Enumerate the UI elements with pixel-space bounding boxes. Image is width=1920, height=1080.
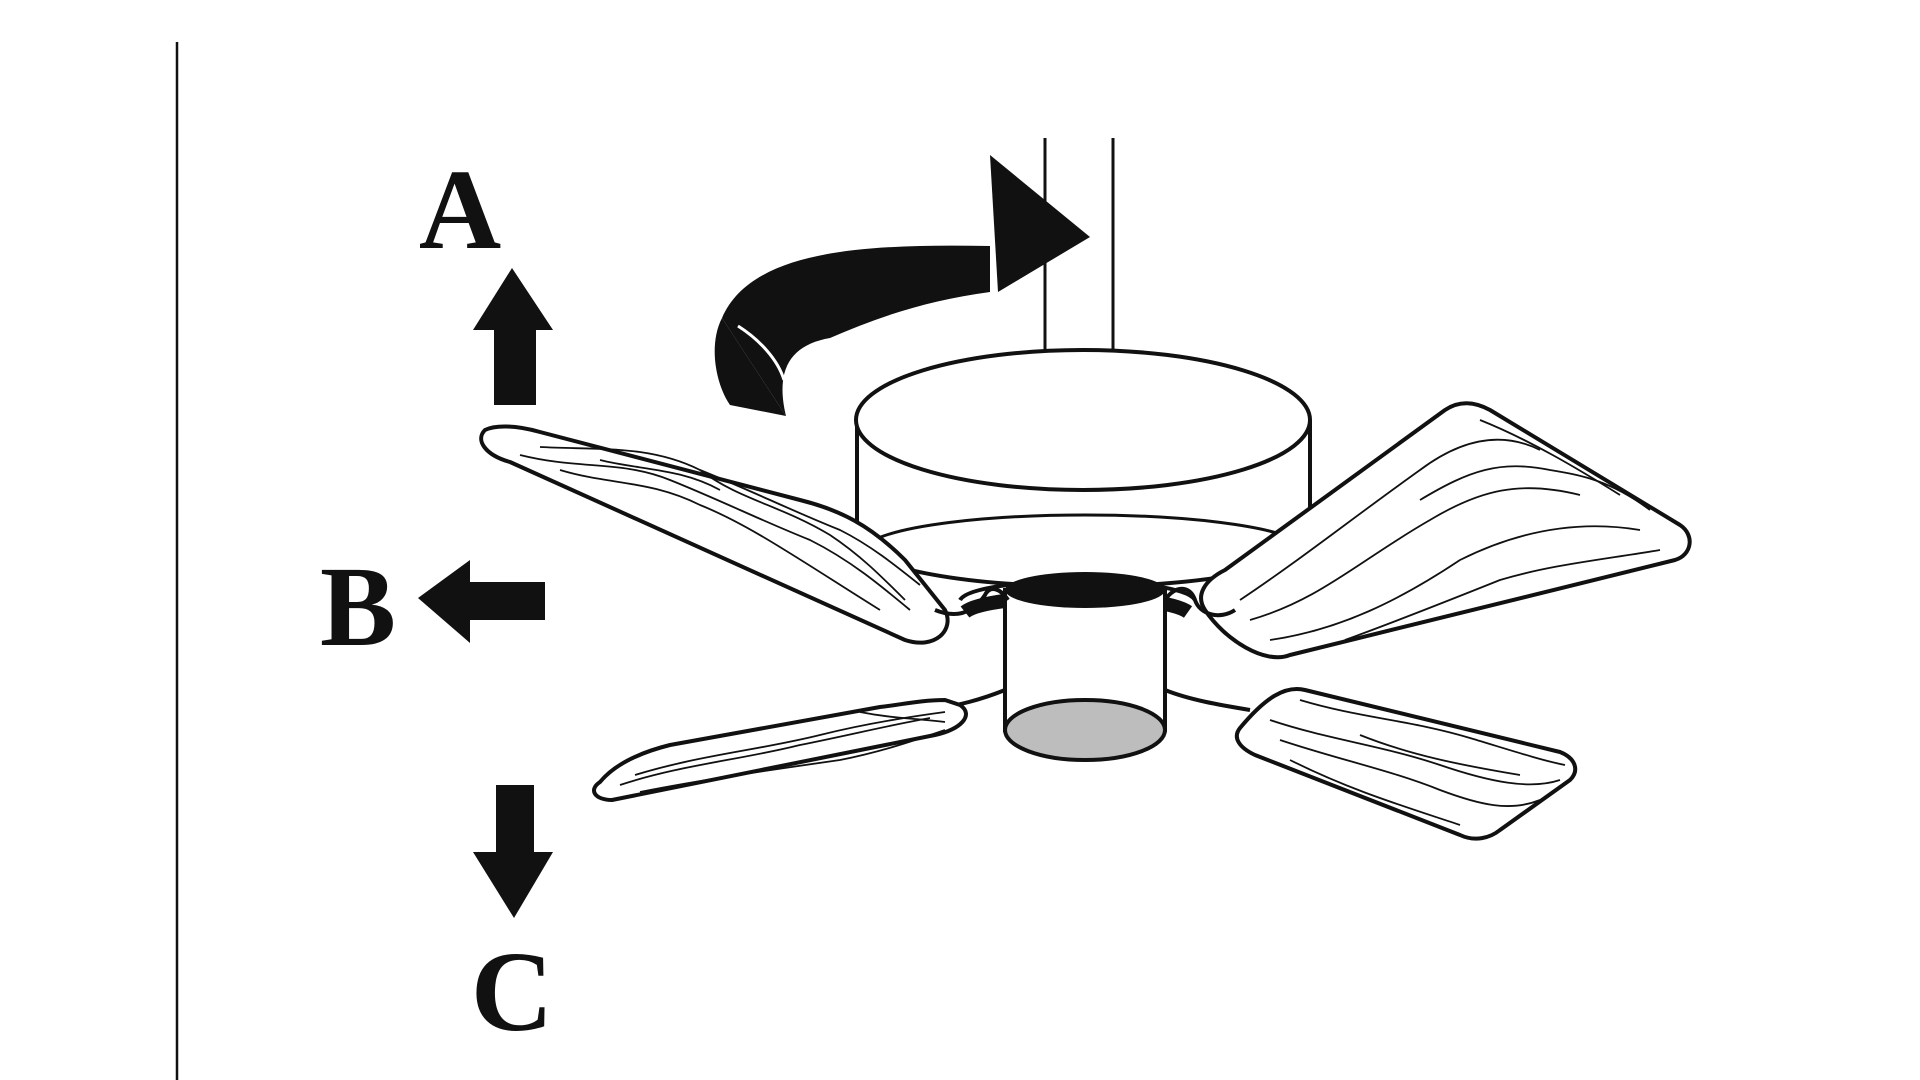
- rotation-arrow-icon: [714, 155, 1090, 416]
- blade-arms: [929, 586, 1251, 712]
- motor-housing: [854, 348, 1312, 589]
- fan-blade-upper-right: [1199, 401, 1692, 660]
- switch-housing: [958, 572, 1197, 762]
- fan-blade-lower-left: [592, 698, 968, 802]
- arrow-left-icon: [418, 560, 545, 643]
- fan-blade-upper-left: [479, 424, 950, 645]
- fan-blade-lower-right: [1234, 687, 1578, 841]
- label-b: B: [320, 543, 396, 670]
- arrow-up-icon: [473, 268, 553, 405]
- label-c: C: [471, 928, 553, 1055]
- label-a: A: [419, 146, 501, 273]
- arrow-down-icon: [473, 785, 553, 918]
